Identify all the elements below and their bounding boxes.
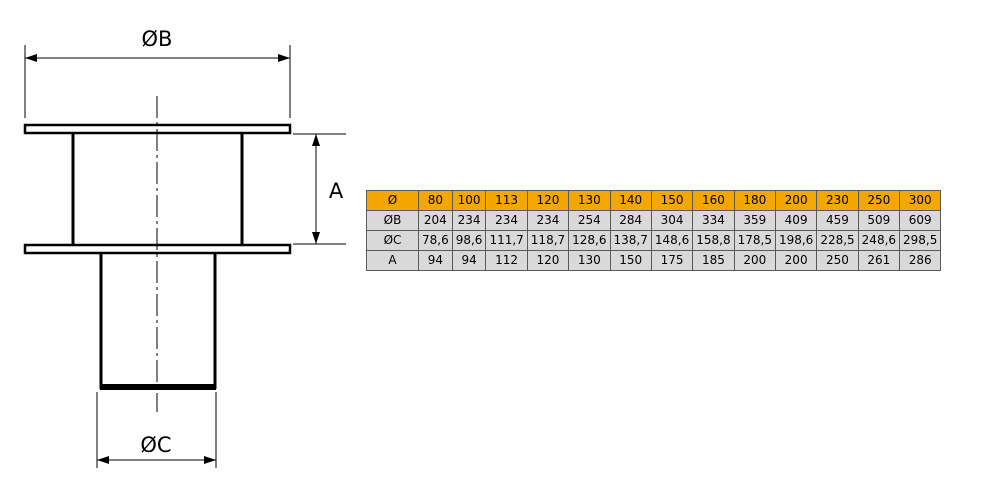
table-cell: 286	[899, 250, 942, 271]
table-cell: 118,7	[526, 230, 570, 251]
table-cell: 228,5	[816, 230, 859, 251]
table-header-cell: 130	[568, 190, 611, 211]
table-row-label: ØB	[366, 210, 419, 231]
table-cell: 200	[774, 250, 818, 271]
table-row-label: A	[366, 250, 419, 271]
table-row-label: ØC	[366, 230, 419, 251]
technical-drawing: ØB A ØC	[23, 27, 346, 468]
table-cell: 509	[857, 210, 901, 231]
table-cell: 98,6	[451, 230, 487, 251]
table-cell: 609	[899, 210, 942, 231]
table-header-cell: 113	[485, 190, 528, 211]
table-header-cell: 200	[774, 190, 818, 211]
dimension-label-b: ØB	[142, 27, 173, 51]
table-header-cell: 160	[692, 190, 735, 211]
dimension-label-a: A	[329, 179, 344, 203]
table-cell: 148,6	[650, 230, 694, 251]
table-cell: 130	[568, 250, 611, 271]
table-cell: 234	[451, 210, 487, 231]
table-cell: 128,6	[568, 230, 611, 251]
table-cell: 150	[609, 250, 652, 271]
table-header-cell: 300	[899, 190, 942, 211]
table-header-cell: 100	[451, 190, 487, 211]
table-cell: 94	[418, 250, 453, 271]
dimension-a: A	[293, 133, 346, 245]
table-cell: 111,7	[485, 230, 528, 251]
table-header-row: Ø 80 100 113 120 130 140 150 160 180 200…	[366, 190, 942, 211]
table-cell: 158,8	[692, 230, 735, 251]
table-header-cell: 150	[650, 190, 694, 211]
table-header-cell: 80	[418, 190, 453, 211]
table-cell: 254	[568, 210, 611, 231]
table-cell: 261	[857, 250, 901, 271]
table-row-a: A 94 94 112 120 130 150 175 185 200 200 …	[366, 250, 942, 271]
table-cell: 112	[485, 250, 528, 271]
table-row-c: ØC 78,6 98,6 111,7 118,7 128,6 138,7 148…	[366, 230, 942, 251]
table-header-cell: 120	[526, 190, 570, 211]
table-cell: 234	[485, 210, 528, 231]
part-outline	[23, 96, 292, 412]
dimension-label-c: ØC	[140, 433, 171, 457]
table-cell: 178,5	[733, 230, 776, 251]
table-row-b: ØB 204 234 234 234 254 284 304 334 359 4…	[366, 210, 942, 231]
lower-pipe-bottom-rim	[100, 384, 216, 390]
dimension-spec-table: Ø 80 100 113 120 130 140 150 160 180 200…	[366, 190, 942, 271]
table-header-cell: 140	[609, 190, 652, 211]
dimension-b: ØB	[24, 27, 291, 118]
table-cell: 304	[650, 210, 694, 231]
table-cell: 185	[692, 250, 735, 271]
table-header-label: Ø	[366, 190, 419, 211]
table-cell: 78,6	[418, 230, 453, 251]
table-cell: 248,6	[857, 230, 901, 251]
table-cell: 198,6	[774, 230, 818, 251]
table-cell: 250	[816, 250, 859, 271]
table-cell: 138,7	[609, 230, 652, 251]
table-cell: 284	[609, 210, 652, 231]
table-cell: 234	[526, 210, 570, 231]
table-header-cell: 250	[857, 190, 901, 211]
table-cell: 459	[816, 210, 859, 231]
table-cell: 200	[733, 250, 776, 271]
table-cell: 298,5	[899, 230, 942, 251]
table-cell: 94	[451, 250, 487, 271]
table-cell: 204	[418, 210, 453, 231]
table-header-cell: 230	[816, 190, 859, 211]
table-header-cell: 180	[733, 190, 776, 211]
dimension-c: ØC	[96, 392, 217, 468]
table-cell: 175	[650, 250, 694, 271]
table-cell: 359	[733, 210, 776, 231]
table-cell: 120	[526, 250, 570, 271]
table-cell: 409	[774, 210, 818, 231]
table-cell: 334	[692, 210, 735, 231]
